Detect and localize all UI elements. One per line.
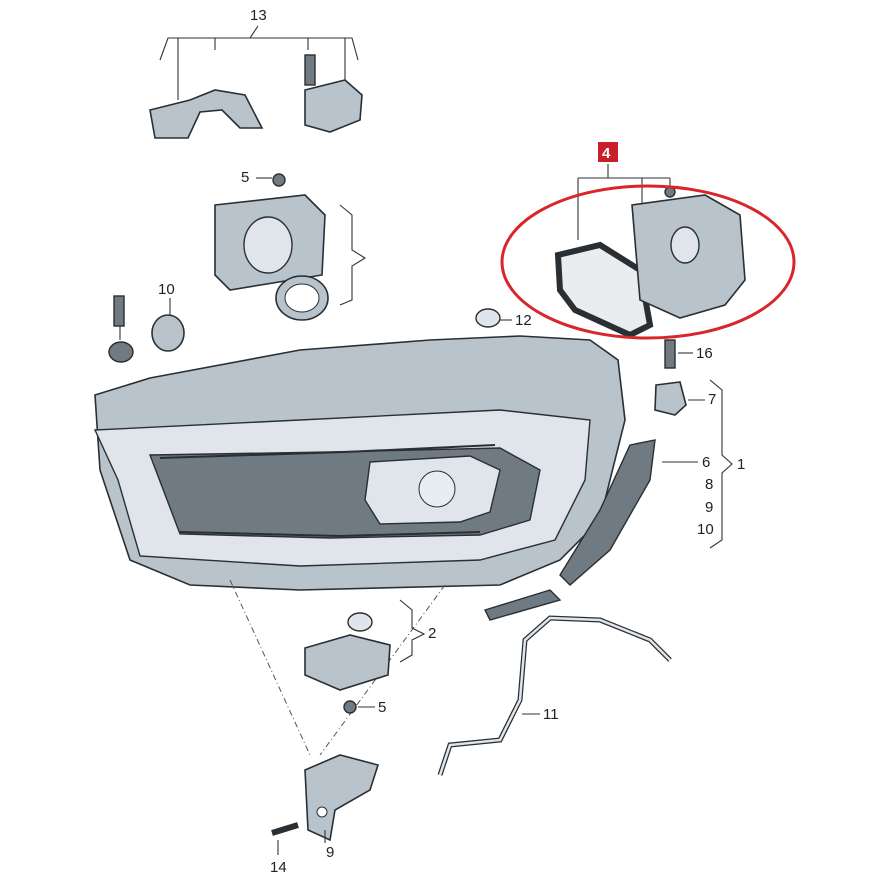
part-10 — [151, 314, 185, 352]
label-5-top: 5 — [241, 169, 249, 186]
label-4: 4 — [602, 145, 611, 162]
label-10-right: 10 — [697, 521, 714, 538]
part-4-gasket — [554, 241, 654, 339]
label-2: 2 — [428, 625, 436, 642]
part-7 — [654, 381, 687, 416]
module-ring — [243, 216, 293, 274]
label-6: 6 — [702, 454, 710, 471]
part-13-group — [149, 25, 363, 139]
label-9-right: 9 — [705, 499, 713, 516]
part-13-connector — [304, 79, 363, 133]
label-11: 11 — [543, 706, 559, 723]
part-13-bracket — [149, 89, 264, 139]
nut-icon — [108, 341, 134, 363]
headlamp-housing — [93, 335, 626, 591]
label-10-top: 10 — [158, 281, 175, 298]
screw-5-bottom — [343, 700, 357, 714]
part-9-bracket — [304, 754, 380, 842]
label-4-box — [598, 142, 618, 162]
part-2-ballast — [304, 634, 391, 691]
label-16: 16 — [696, 345, 713, 362]
label-13: 13 — [250, 7, 267, 24]
part-2-cap — [347, 612, 373, 632]
label-5-bottom: 5 — [378, 699, 386, 716]
module-socket — [670, 226, 700, 264]
cable-inner — [438, 616, 671, 776]
label-12: 12 — [515, 312, 532, 329]
ring-inner — [284, 283, 320, 313]
label-7: 7 — [708, 391, 716, 408]
bracket-hole — [316, 806, 328, 818]
screw-icon — [304, 54, 316, 86]
bolt-14 — [271, 822, 299, 836]
trim-strip — [484, 589, 562, 621]
part-11-cable — [437, 615, 672, 776]
bolt-icon — [113, 295, 125, 327]
highlight-ellipse — [500, 184, 796, 340]
label-1: 1 — [737, 456, 745, 473]
label-14: 14 — [270, 859, 287, 876]
label-8: 8 — [705, 476, 713, 493]
screw-5-top — [272, 173, 286, 187]
part-6-grille — [559, 439, 656, 586]
bolt-16 — [664, 339, 676, 369]
label-9-bottom: 9 — [326, 844, 334, 861]
part-12-plug — [475, 308, 501, 328]
projector-lens — [418, 470, 456, 508]
